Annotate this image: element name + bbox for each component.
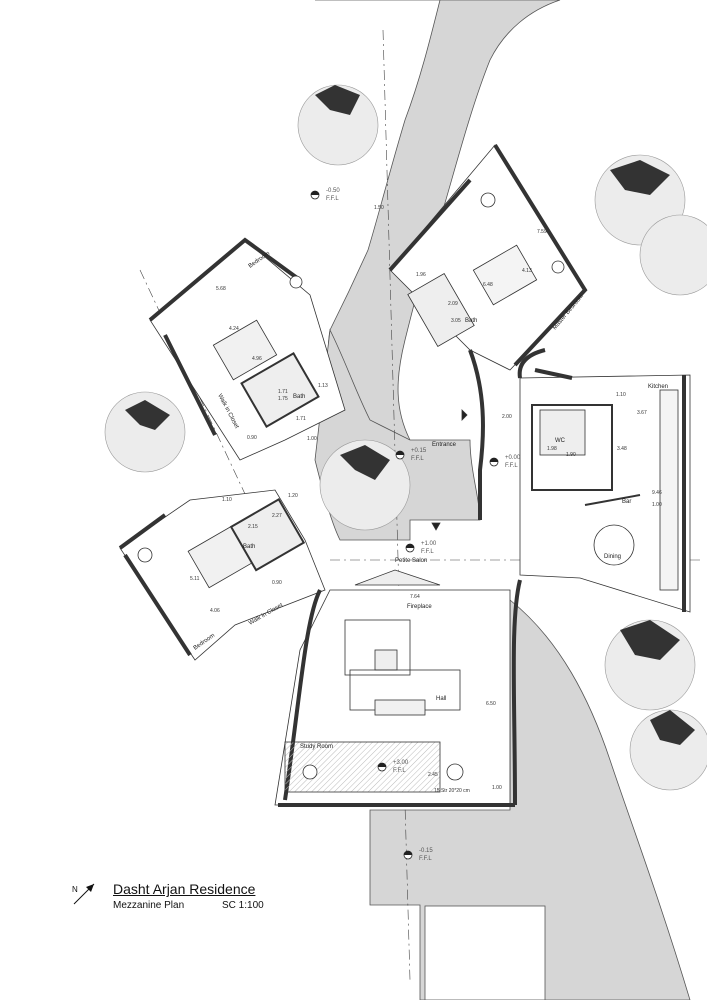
- level-marker-entrance: +0.15 F.F.L: [395, 448, 427, 462]
- level-salon-ffl: F.F.L: [421, 549, 434, 555]
- level-top-value: -0.50: [326, 188, 340, 194]
- dim-master-3: 1.96: [416, 272, 426, 278]
- dim-kitchen-1: 1.10: [616, 392, 626, 398]
- dim-kitchen-5: 1.90: [566, 452, 576, 458]
- dim-hall-2: 6.50: [486, 701, 496, 707]
- dim-bed-bot-3: 2.27: [272, 513, 282, 519]
- dim-bed-bot-5: 5.11: [190, 576, 200, 582]
- bath-bottom-label: Bath: [243, 544, 255, 550]
- dim-bed-top-4: 1.71: [278, 389, 288, 395]
- drawing-title: Dasht Arjan Residence: [113, 881, 256, 897]
- dim-bed-top-7: 1.71: [296, 416, 306, 422]
- kitchen-label: Kitchen: [648, 384, 668, 390]
- dim-bed-bot-7: 4.06: [210, 608, 220, 614]
- level-marker-top: -0.50 F.F.L: [310, 188, 340, 202]
- dim-bed-bot-4: 2.15: [248, 524, 258, 530]
- entrance-wing: [431, 348, 546, 531]
- level-entrance-right-ffl: F.F.L: [505, 463, 518, 469]
- level-salon-value: +1.00: [421, 541, 437, 547]
- dim-bed-bot-6: 0.90: [272, 580, 282, 586]
- dining-label: Dining: [604, 554, 621, 560]
- drawing-subtitle: Mezzanine Plan: [113, 900, 185, 911]
- bedroom-top-wing: [148, 237, 346, 461]
- dim-bed-top-5: 1.75: [278, 396, 288, 402]
- dim-kitchen-6: 3.48: [617, 446, 627, 452]
- dim-bed-top-6: 1.13: [318, 383, 328, 389]
- dim-hall-1: 7.64: [410, 594, 420, 600]
- level-top-ffl: F.F.L: [326, 196, 339, 202]
- bar-label: Bar: [622, 499, 631, 505]
- dim-master-2: 4.13: [522, 268, 532, 274]
- hall-wing: [274, 569, 522, 807]
- study-room-label: Study Room: [300, 744, 333, 750]
- level-bottom-value: -0.15: [419, 848, 433, 854]
- dim-master-4: 6.48: [483, 282, 493, 288]
- dim-bed-top-9: 1.00: [307, 436, 317, 442]
- dim-corridor: 1.50: [374, 205, 384, 211]
- dim-master-6: 3.05: [451, 318, 461, 324]
- dim-kitchen-4: 1.98: [547, 446, 557, 452]
- entrance-label: Entrance: [432, 442, 457, 448]
- dim-master-5: 2.09: [448, 301, 458, 307]
- dim-kitchen-3: 2.00: [502, 414, 512, 420]
- hall-label: Hall: [436, 696, 446, 702]
- dim-bed-top-8: 0.90: [247, 435, 257, 441]
- dim-bed-bot-2: 1.20: [288, 493, 298, 499]
- dim-master-1: 7.59: [537, 229, 547, 235]
- dim-bed-top-1: 5.68: [216, 286, 226, 292]
- tree-group: [104, 84, 707, 791]
- level-marker-salon: +1.00 F.F.L: [405, 541, 437, 555]
- dim-hall-3: 2.45: [428, 772, 438, 778]
- bath-master-label: Bath: [465, 318, 477, 324]
- kitchen-dining-wing: [519, 368, 691, 613]
- dim-kitchen-2: 3.67: [637, 410, 647, 416]
- level-bottom-ffl: F.F.L: [419, 856, 432, 862]
- garage-gap: [424, 905, 546, 1000]
- dim-hall-4: 1.00: [492, 785, 502, 791]
- level-marker-study: +3.00 F.F.L: [377, 760, 409, 774]
- level-entrance-right-value: +0.00: [505, 455, 521, 461]
- master-bedroom-wing: [388, 143, 588, 371]
- dim-bed-top-2: 4.24: [229, 326, 239, 332]
- drawing-scale: SC 1:100: [222, 900, 264, 911]
- dim-kitchen-7: 9.46: [652, 490, 662, 496]
- level-marker-entrance-right: +0.00 F.F.L: [489, 455, 521, 469]
- level-entrance-value: +0.15: [411, 448, 427, 454]
- level-markers: -0.50 F.F.L +0.15 F.F.L +0.00 F.F.L +1.0…: [310, 188, 521, 862]
- level-study-ffl: F.F.L: [393, 768, 406, 774]
- dim-bed-bot-1: 1.10: [222, 497, 232, 503]
- dimension-labels: 1.50 7.59 4.13 1.96 6.48 2.09 3.05 5.68 …: [190, 205, 662, 794]
- north-label: N: [72, 885, 78, 894]
- bedroom-bottom-wing: [118, 489, 326, 661]
- dim-kitchen-8: 1.00: [652, 502, 662, 508]
- dim-bed-top-3: 4.96: [252, 356, 262, 362]
- level-marker-bottom: -0.15 F.F.L: [403, 848, 433, 862]
- level-entrance-ffl: F.F.L: [411, 456, 424, 462]
- fireplace-label: Fireplace: [407, 604, 432, 610]
- wc-label: WC: [555, 438, 566, 444]
- petite-salon-label: Petite Salon: [395, 558, 427, 564]
- north-arrow-icon: N: [72, 883, 95, 905]
- dim-stair: 15 Str 20*20 cm: [434, 788, 470, 794]
- bath-top-label: Bath: [293, 394, 305, 400]
- level-study-value: +3.00: [393, 760, 409, 766]
